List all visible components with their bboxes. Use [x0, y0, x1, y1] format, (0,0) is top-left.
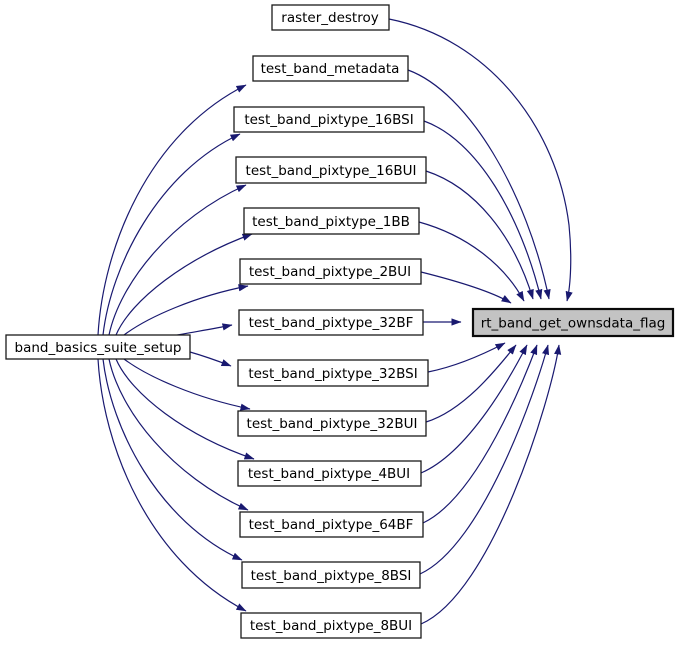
- node-label: test_band_pixtype_16BUI: [246, 163, 417, 179]
- node-label: band_basics_suite_setup: [15, 340, 182, 356]
- node-test-band-pixtype-32bui[interactable]: test_band_pixtype_32BUI: [237, 410, 427, 437]
- node-test-band-pixtype-16bui[interactable]: test_band_pixtype_16BUI: [235, 156, 427, 184]
- node-label: rt_band_get_ownsdata_flag: [481, 316, 666, 332]
- node-test-band-pixtype-1bb[interactable]: test_band_pixtype_1BB: [243, 207, 420, 235]
- node-test-band-pixtype-16bsi[interactable]: test_band_pixtype_16BSI: [233, 106, 425, 133]
- node-test-band-pixtype-64bf[interactable]: test_band_pixtype_64BF: [239, 511, 424, 538]
- node-test-band-metadata[interactable]: test_band_metadata: [252, 55, 409, 82]
- edge-test-band-metadata-to-target: [407, 69, 551, 300]
- edge-test-band-pixtype-32bui-to-target: [425, 344, 517, 423]
- node-label: test_band_pixtype_32BUI: [247, 416, 418, 432]
- node-label: test_band_pixtype_8BSI: [251, 568, 412, 584]
- edge-caller-to-test-band-pixtype-2bui: [123, 284, 249, 336]
- node-test-band-pixtype-32bf[interactable]: test_band_pixtype_32BF: [238, 309, 424, 336]
- edge-test-band-pixtype-64bf-to-target: [422, 344, 538, 524]
- node-rt-band-get-ownsdata-flag[interactable]: rt_band_get_ownsdata_flag: [471, 307, 675, 338]
- node-label: test_band_pixtype_2BUI: [249, 264, 411, 280]
- edge-test-band-pixtype-16bui-to-target: [425, 170, 534, 300]
- edge-test-band-pixtype-16bsi-to-target: [423, 120, 543, 300]
- node-raster-destroy[interactable]: raster_destroy: [271, 4, 390, 31]
- node-label: test_band_pixtype_32BF: [249, 315, 414, 331]
- edge-caller-to-test-band-pixtype-64bf: [108, 358, 249, 511]
- edge-caller-to-test-band-pixtype-8bui: [97, 358, 247, 612]
- edge-caller-to-test-band-pixtype-1bb: [115, 233, 253, 336]
- node-label: test_band_pixtype_8BUI: [250, 618, 412, 634]
- node-test-band-pixtype-32bsi[interactable]: test_band_pixtype_32BSI: [237, 359, 429, 387]
- edge-test-band-pixtype-8bui-to-target: [420, 344, 562, 625]
- node-label: test_band_pixtype_4BUI: [248, 466, 410, 482]
- edge-caller-to-test-band-pixtype-32bsi: [189, 351, 232, 367]
- edge-caller-to-test-band-metadata: [97, 84, 247, 336]
- node-test-band-pixtype-2bui[interactable]: test_band_pixtype_2BUI: [239, 258, 422, 285]
- edge-caller-to-test-band-pixtype-8bsi: [102, 358, 243, 561]
- node-label: test_band_pixtype_16BSI: [244, 112, 413, 128]
- node-label: test_band_pixtype_64BF: [249, 517, 414, 533]
- edge-test-band-pixtype-32bsi-to-target: [427, 342, 506, 373]
- node-label: test_band_pixtype_32BSI: [248, 366, 417, 382]
- edge-test-band-pixtype-4bui-to-target: [420, 344, 528, 474]
- edge-test-band-pixtype-8bsi-to-target: [419, 344, 550, 575]
- node-label: test_band_metadata: [261, 61, 400, 77]
- edge-test-band-pixtype-2bui-to-target: [420, 271, 512, 304]
- node-label: test_band_pixtype_1BB: [252, 214, 410, 230]
- node-test-band-pixtype-8bsi[interactable]: test_band_pixtype_8BSI: [241, 561, 421, 589]
- node-test-band-pixtype-4bui[interactable]: test_band_pixtype_4BUI: [237, 460, 422, 487]
- edge-caller-to-test-band-pixtype-4bui: [115, 358, 255, 460]
- edge-caller-to-test-band-pixtype-16bui: [108, 184, 247, 336]
- edge-caller-to-test-band-pixtype-16bsi: [102, 133, 241, 336]
- edge-raster-destroy-to-target: [388, 18, 573, 302]
- node-test-band-pixtype-8bui[interactable]: test_band_pixtype_8BUI: [240, 612, 422, 639]
- node-band-basics-suite-setup[interactable]: band_basics_suite_setup: [5, 334, 191, 360]
- node-label: raster_destroy: [281, 10, 378, 26]
- edge-caller-to-test-band-pixtype-32bui: [123, 358, 251, 411]
- edge-test-band-pixtype-1bb-to-target: [418, 221, 525, 302]
